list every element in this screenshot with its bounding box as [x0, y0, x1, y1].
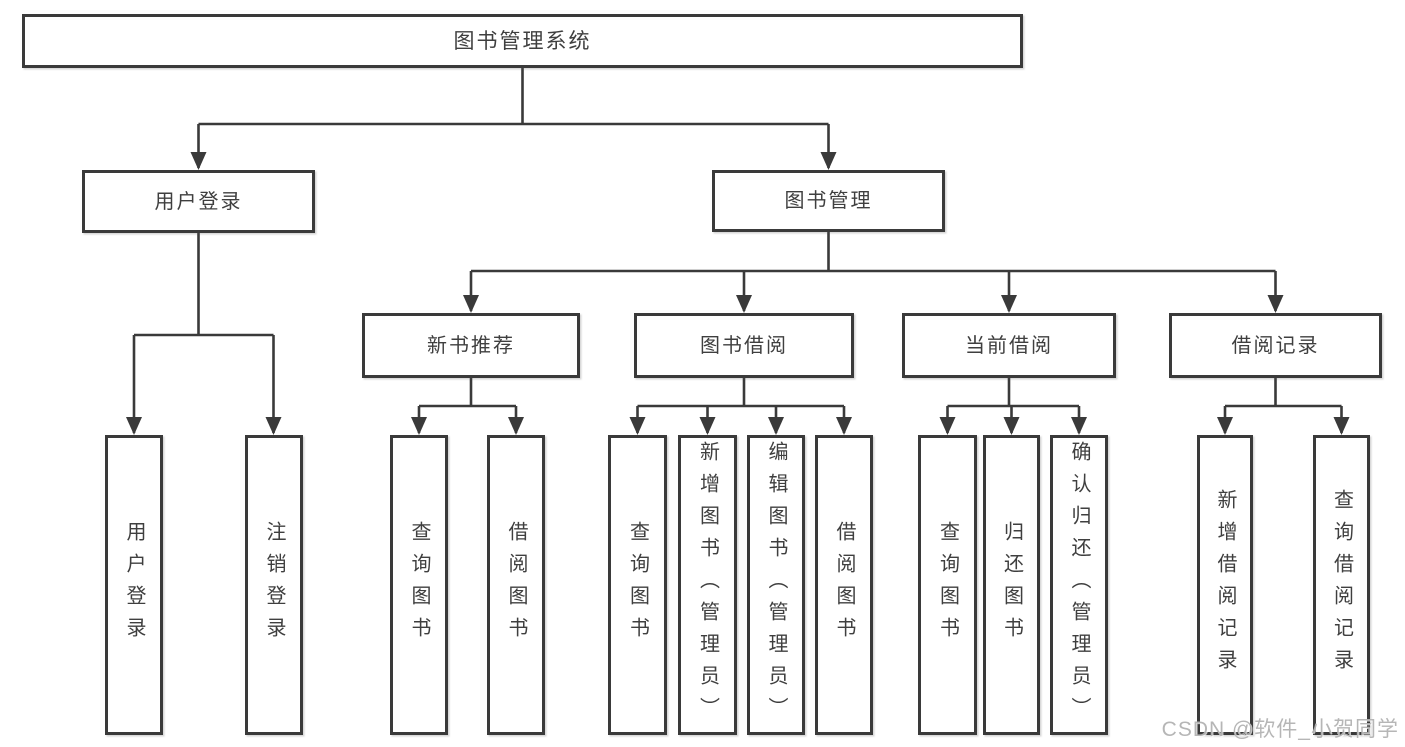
- leaf-edit-book-admin: 编辑图书（管理员）: [747, 435, 805, 735]
- leaf-recommend-query-book: 查询图书: [390, 435, 448, 735]
- node-label: 用户登录: [123, 521, 145, 649]
- node-label: 当前借阅: [965, 334, 1053, 357]
- leaf-query-borrow-record: 查询借阅记录: [1313, 435, 1370, 735]
- leaf-current-query-book: 查询图书: [918, 435, 977, 735]
- node-label: 用户登录: [154, 190, 243, 213]
- node-label: 新增图书（管理员）: [696, 441, 719, 729]
- node-label: 归还图书: [1000, 521, 1023, 649]
- node-borrow-record: 借阅记录: [1169, 313, 1382, 378]
- node-label: 查询图书: [408, 521, 430, 649]
- node-label: 图书管理系统: [453, 29, 592, 53]
- node-label: 借阅图书: [505, 521, 527, 649]
- node-label: 编辑图书（管理员）: [765, 441, 787, 729]
- node-label: 注销登录: [263, 521, 285, 649]
- node-book-borrow: 图书借阅: [634, 313, 854, 378]
- node-label: 新书推荐: [427, 334, 515, 357]
- csdn-watermark: CSDN @软件_小贺同学: [1161, 718, 1399, 741]
- leaf-add-borrow-record: 新增借阅记录: [1197, 435, 1253, 735]
- leaf-borrow-query-book: 查询图书: [608, 435, 667, 735]
- node-label: 查询图书: [936, 521, 959, 649]
- leaf-user-login: 用户登录: [105, 435, 163, 735]
- leaf-borrow-book: 借阅图书: [815, 435, 873, 735]
- node-label: 图书管理: [784, 190, 873, 212]
- leaf-recommend-borrow-book: 借阅图书: [487, 435, 545, 735]
- node-label: 借阅记录: [1231, 334, 1320, 357]
- node-library-management-system: 图书管理系统: [22, 14, 1023, 68]
- node-label: 查询借阅记录: [1330, 489, 1353, 681]
- leaf-confirm-return-admin: 确认归还（管理员）: [1050, 435, 1108, 735]
- node-label: 确认归还（管理员）: [1068, 441, 1090, 729]
- leaf-logout: 注销登录: [245, 435, 303, 735]
- leaf-return-book: 归还图书: [983, 435, 1040, 735]
- node-user-login: 用户登录: [82, 170, 315, 233]
- node-new-book-recommend: 新书推荐: [362, 313, 580, 378]
- leaf-add-book-admin: 新增图书（管理员）: [678, 435, 737, 735]
- node-book-management: 图书管理: [712, 170, 945, 232]
- node-label: 借阅图书: [833, 521, 855, 649]
- node-current-borrow: 当前借阅: [902, 313, 1116, 378]
- node-label: 查询图书: [626, 521, 649, 649]
- node-label: 图书借阅: [700, 334, 788, 357]
- node-label: 新增借阅记录: [1214, 489, 1236, 681]
